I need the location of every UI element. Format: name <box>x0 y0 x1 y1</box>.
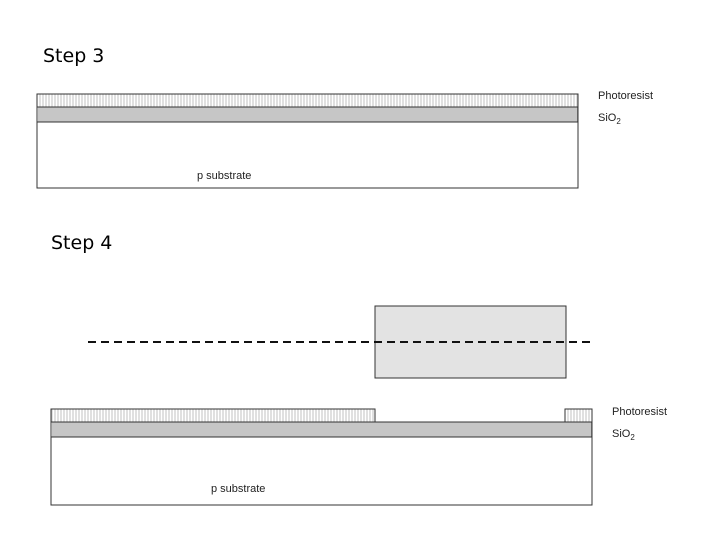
step4-title: Step 4 <box>51 232 113 254</box>
step3-sio2-layer <box>36 106 579 123</box>
step4-substrate-label: p substrate <box>211 483 266 495</box>
step4-sio2-layer <box>50 421 593 438</box>
step4-mask-assembly <box>88 305 590 379</box>
step3-wafer <box>36 93 579 189</box>
step4-photoresist-label: Photoresist <box>612 406 668 418</box>
step3-substrate-layer <box>36 121 579 189</box>
step4-photoresist-left <box>50 408 376 423</box>
step3-substrate-label: p substrate <box>197 170 252 182</box>
step3-title: Step 3 <box>43 45 105 67</box>
step3-photoresist-layer <box>36 93 579 108</box>
step4-sio2-label: SiO2 <box>612 428 635 442</box>
step3-sio2-label: SiO2 <box>598 112 621 126</box>
step4-photoresist-right <box>564 408 593 423</box>
step4-wafer <box>50 408 593 506</box>
step3-photoresist-label: Photoresist <box>598 90 654 102</box>
step4-substrate-layer <box>50 436 593 506</box>
